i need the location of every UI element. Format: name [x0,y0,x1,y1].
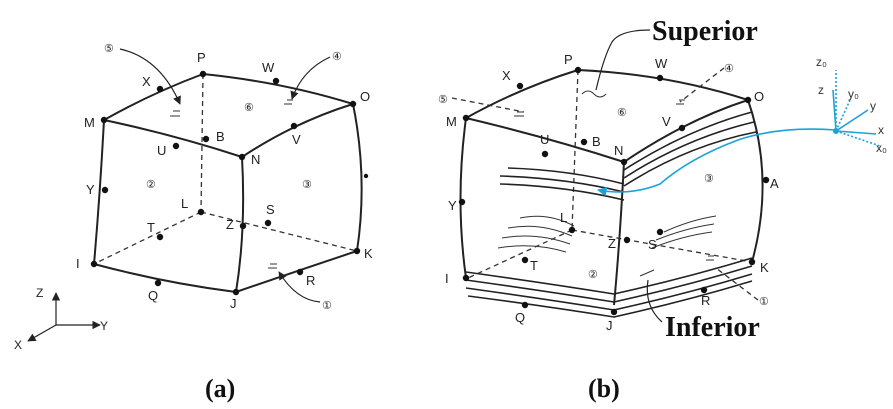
caption-b: (b) [588,374,620,403]
local-axes: z₀ z y₀ y x x₀ [597,55,887,197]
node-label: B [592,134,601,149]
edge-po [202,73,354,105]
node-label: S [648,237,657,252]
node-label: I [76,256,80,271]
hidden-edge-lk [200,211,358,252]
superior-leader [595,29,651,91]
node-label: R [306,273,315,288]
node-label: O [754,89,764,104]
face-label: ⑥ [617,107,627,119]
node-label: W [655,56,668,71]
caption-a: (a) [205,374,235,403]
edge-mi-b [459,117,467,279]
panel-b: P W O X M U B N V A Y L Z S T I K R Q J … [438,16,887,403]
edge-ij [93,263,237,293]
inferior-leader [646,279,663,323]
hidden-edge-lk-b [571,229,753,263]
edge-mn [103,119,243,158]
node-label: P [564,52,573,67]
face-label: ⑤ [104,43,114,55]
node-label: T [147,220,155,235]
node-label: M [446,114,457,129]
node-label: Y [86,182,95,197]
hidden-edge-pl-b [571,69,579,231]
axis-y-label: y [870,99,876,113]
node-label: M [84,115,95,130]
edge-po-b [577,69,749,101]
axis-y-label: Y [100,319,108,333]
axis-z0-label: z₀ [816,55,827,69]
node-label: A [770,176,779,191]
node-label: Y [448,198,457,213]
face-label: ① [759,296,769,308]
edge-mp-b [465,69,579,119]
edge-no [241,103,354,158]
global-axes: Z Y X [14,286,108,352]
fiber-path [597,128,837,197]
leader-1 [278,271,321,303]
node-label: R [701,293,710,308]
leader-5 [119,48,181,105]
face-label: ① [322,300,332,312]
node-label: J [230,296,237,311]
superior-label: Superior [652,16,758,47]
node-label: Z [226,217,234,232]
node-label: Q [148,288,158,303]
edge-ok-b [747,99,764,263]
node-label: V [662,114,671,129]
node-label: K [364,246,373,261]
node-label: S [266,202,275,217]
node-label: Q [515,310,525,325]
leader-4 [290,56,331,100]
face-label: ② [588,269,598,281]
edge-no-b [623,99,749,163]
hidden-edge-pl [200,73,204,213]
node-label: L [560,210,567,225]
node-label: O [360,89,370,104]
node-label: B [216,129,225,144]
node-label: U [157,143,166,158]
node-label: P [197,50,206,65]
node-dots-a [90,70,369,296]
axis-x-label: X [14,338,22,352]
node-label: T [530,258,538,273]
face-label: ⑤ [438,94,448,106]
node-label: I [445,271,449,286]
edge-ok [352,103,363,252]
panel-a: P W O X M B V U N Y L S T Z I K R Q J ⑤ … [14,43,373,403]
node-label: N [251,152,260,167]
edge-jk [235,250,358,293]
axis-x0-label: x₀ [876,141,887,155]
node-label: V [292,132,301,147]
node-label: W [262,60,275,75]
node-label: X [502,68,511,83]
face-label: ④ [724,63,734,75]
inferior-label: Inferior [665,312,760,343]
edge-mp [103,73,204,121]
axis-z-label: z [818,83,824,97]
axis-y0-label: y₀ [848,87,859,101]
edge-nj-b [613,161,625,306]
node-label: J [606,318,613,333]
hidden-edge-li-b [467,229,573,279]
node-label: L [181,196,188,211]
face-label: ④ [332,51,342,63]
node-label: K [760,260,769,275]
axis-z-label: Z [36,286,43,300]
node-label: U [540,132,549,147]
face-label: ③ [704,173,714,185]
node-label: Z [608,236,616,251]
face-label: ③ [302,179,312,191]
edge-mi [93,119,105,265]
axis-x-label: x [878,123,884,137]
node-dots-b [458,66,770,316]
face-label: ⑥ [244,102,254,114]
face-label: ② [146,179,156,191]
edge-mn-b [465,117,625,163]
hidden-edge-li [93,211,202,265]
node-label: X [142,74,151,89]
node-label: N [614,143,623,158]
